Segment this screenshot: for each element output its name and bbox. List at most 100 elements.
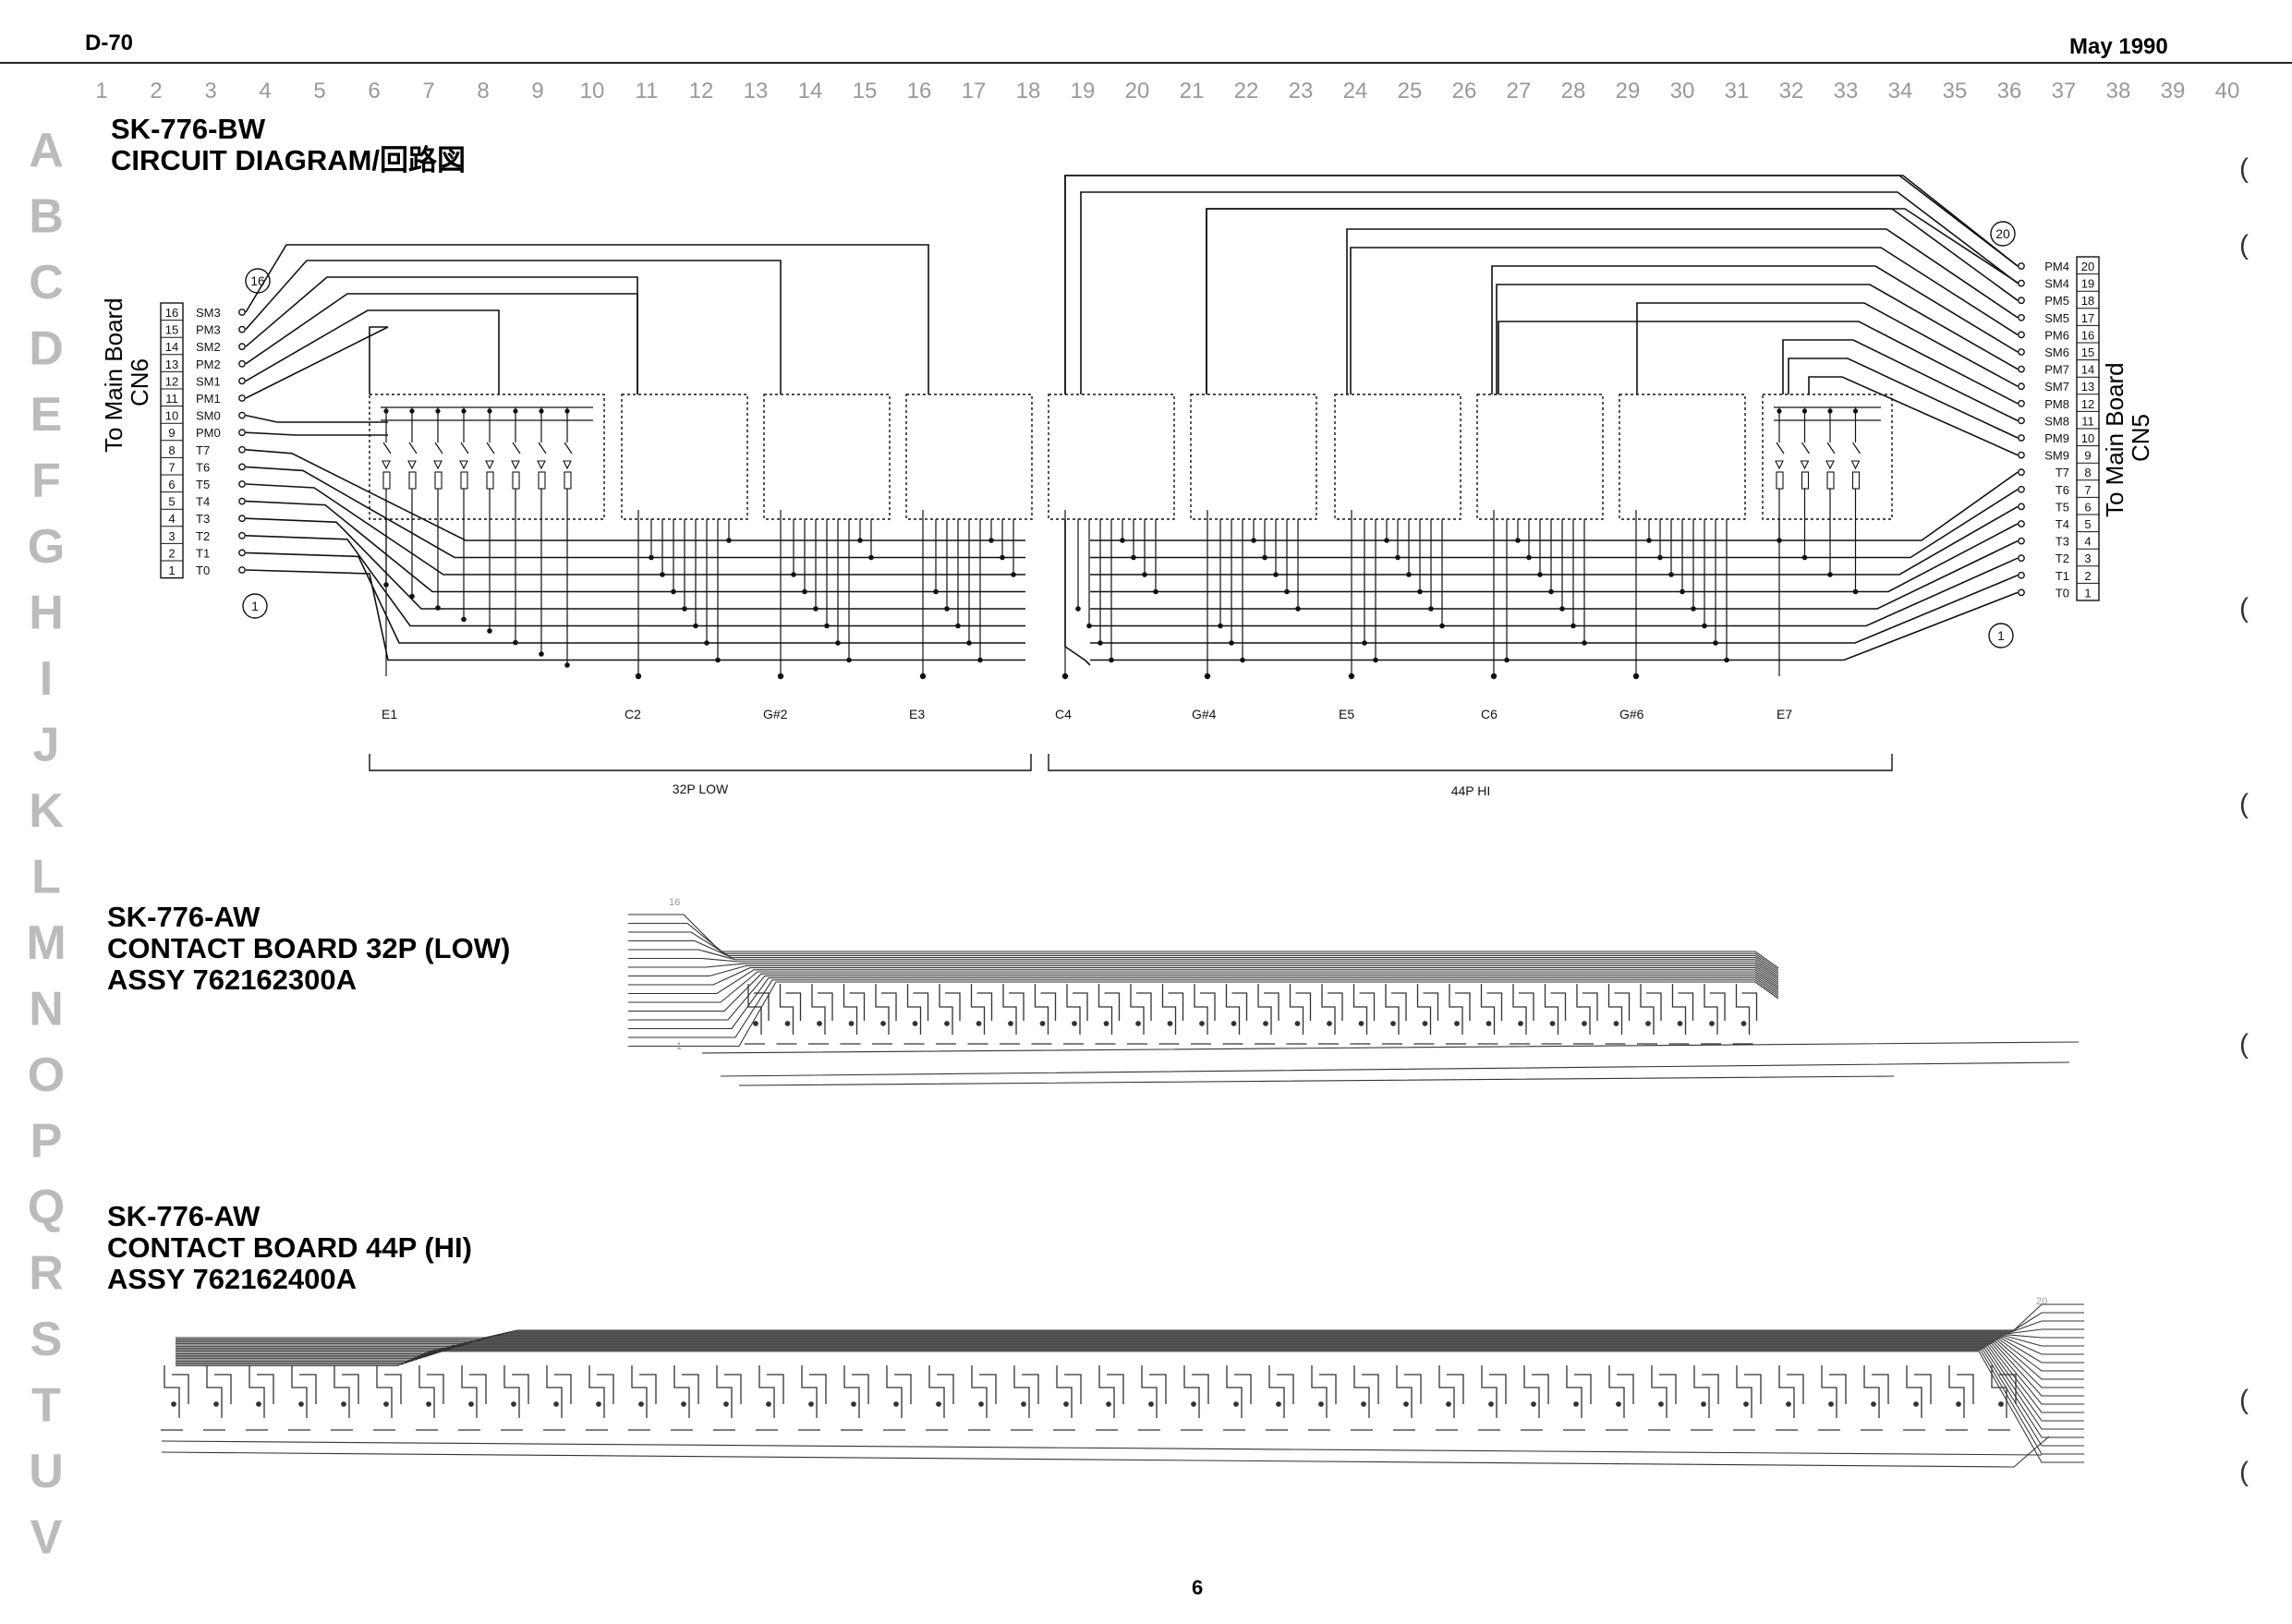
wire-sm-pm — [245, 414, 388, 423]
cn5-signal-label: PM4 — [2044, 260, 2069, 273]
board-low-contact — [1413, 984, 1439, 1045]
switch-resistor — [538, 471, 546, 490]
switch-resistor — [486, 471, 494, 490]
key-group-block — [369, 394, 605, 520]
board-low-contact — [776, 984, 802, 1045]
cn5-pin-number: 10 — [2081, 431, 2094, 445]
wire-junction — [1570, 623, 1576, 629]
switch-resistor — [1801, 471, 1810, 490]
board-low-trace — [628, 957, 1779, 979]
cn5-pin-number: 5 — [2084, 517, 2091, 531]
wire-outer — [1206, 208, 2019, 394]
wire-junction — [813, 606, 819, 612]
switch-blade — [1801, 442, 1810, 454]
board-hi-contact — [1861, 1365, 1889, 1431]
grid-column-number: 31 — [1725, 79, 1750, 103]
board-low-contact — [872, 984, 897, 1045]
wire-t-bus — [245, 449, 1025, 541]
board-low-model: SK-776-AW — [107, 901, 261, 933]
board-low-pin-bottom: 1 — [676, 1041, 682, 1052]
board-low-contact — [1477, 984, 1503, 1045]
switch-node — [1852, 408, 1859, 414]
cn6-signal-label: T3 — [196, 512, 210, 526]
cn5-pin1-marker — [1988, 623, 2014, 648]
board-hi-pin-top: 20 — [2036, 1296, 2047, 1307]
cn6-pin-number: 1 — [168, 564, 175, 577]
board-low-trace — [628, 914, 1779, 969]
cn5-pin-number: 20 — [2081, 260, 2094, 273]
board-low-pad — [944, 1021, 950, 1026]
key-group-label: C4 — [1055, 707, 1072, 721]
wire-junction — [1097, 640, 1103, 646]
wire-junction — [933, 588, 939, 595]
grid-column-number: 26 — [1452, 79, 1477, 103]
switch-diode — [433, 460, 443, 470]
section-label: 32P LOW — [673, 782, 729, 796]
board-hi-contact — [628, 1365, 657, 1431]
cn5-pin-number: 4 — [2084, 535, 2091, 549]
wire-junction — [824, 623, 830, 629]
board-hi-trace — [176, 1339, 2084, 1372]
cn6-signal-label: PM1 — [196, 392, 221, 406]
wire-junction — [1295, 606, 1301, 612]
cn5-signal-label: T0 — [2056, 586, 2069, 600]
wire-sm-pm — [245, 326, 389, 399]
grid-column-number: 33 — [1834, 79, 1859, 103]
cn5-signal-label: SM9 — [2044, 449, 2069, 463]
cn5-signal-label: T3 — [2056, 535, 2069, 549]
switch-node — [435, 408, 441, 414]
cn5-terminal — [2018, 537, 2025, 545]
board-low-contact — [1350, 984, 1376, 1045]
board-hi-pad — [468, 1401, 474, 1407]
board-hi-trace — [176, 1344, 2084, 1413]
margin-mark: ( — [2239, 593, 2249, 624]
margin-mark: ( — [2239, 1385, 2249, 1415]
switch-diode — [459, 460, 468, 470]
key-group-block — [905, 394, 1033, 520]
wire-junction — [1537, 572, 1543, 577]
wire-junction — [988, 538, 994, 543]
wire-sm-pm — [1350, 247, 2019, 394]
grid-row-letter: V — [30, 1511, 63, 1565]
board-hi-contact — [1138, 1365, 1167, 1431]
board-low-trace — [628, 922, 1779, 971]
grid-column-number: 37 — [2052, 79, 2077, 103]
cn5-pin-number: 13 — [2081, 380, 2094, 394]
wire-junction — [704, 640, 709, 646]
cn6-signal-label: T6 — [196, 460, 210, 474]
grid-column-number: 19 — [1071, 79, 1096, 103]
board-hi-contact — [713, 1365, 742, 1431]
cn6-signal-label: T7 — [196, 443, 210, 457]
wire-junction — [1075, 606, 1081, 612]
cn6-pin16-label: 16 — [250, 273, 265, 288]
board-hi-pad — [978, 1401, 984, 1407]
board-hi-pad — [1106, 1401, 1111, 1407]
board-hi-pad — [553, 1401, 559, 1407]
wire-junction — [1086, 623, 1092, 629]
cn5-pin20-marker — [1990, 221, 2016, 247]
board-low-contact — [1222, 984, 1248, 1045]
cn5-pin-number: 18 — [2081, 294, 2094, 308]
key-group-block — [763, 394, 891, 520]
board-low-pad — [880, 1021, 886, 1026]
board-hi-contact — [1223, 1365, 1252, 1431]
board-low-pad — [1390, 1021, 1396, 1026]
switch-diode — [511, 460, 520, 470]
switch-resistor — [1776, 471, 1784, 490]
cn6-terminal — [238, 309, 246, 316]
cn5-terminal — [2018, 399, 2025, 407]
wire-sm-pm — [1206, 208, 2019, 394]
board-low-pad — [1613, 1021, 1619, 1026]
switch-diode — [1775, 460, 1784, 470]
switch-node — [1801, 408, 1808, 414]
grid-column-number: 40 — [2215, 79, 2240, 103]
cn5-pin-number: 7 — [2084, 483, 2091, 497]
key-group-label: E3 — [909, 707, 925, 721]
grid-column-number: 21 — [1180, 79, 1205, 103]
board-low-trace — [628, 964, 1779, 983]
board-hi-pad — [766, 1401, 771, 1407]
board-hi-pad — [808, 1401, 814, 1407]
wire-sm-pm — [245, 276, 638, 394]
